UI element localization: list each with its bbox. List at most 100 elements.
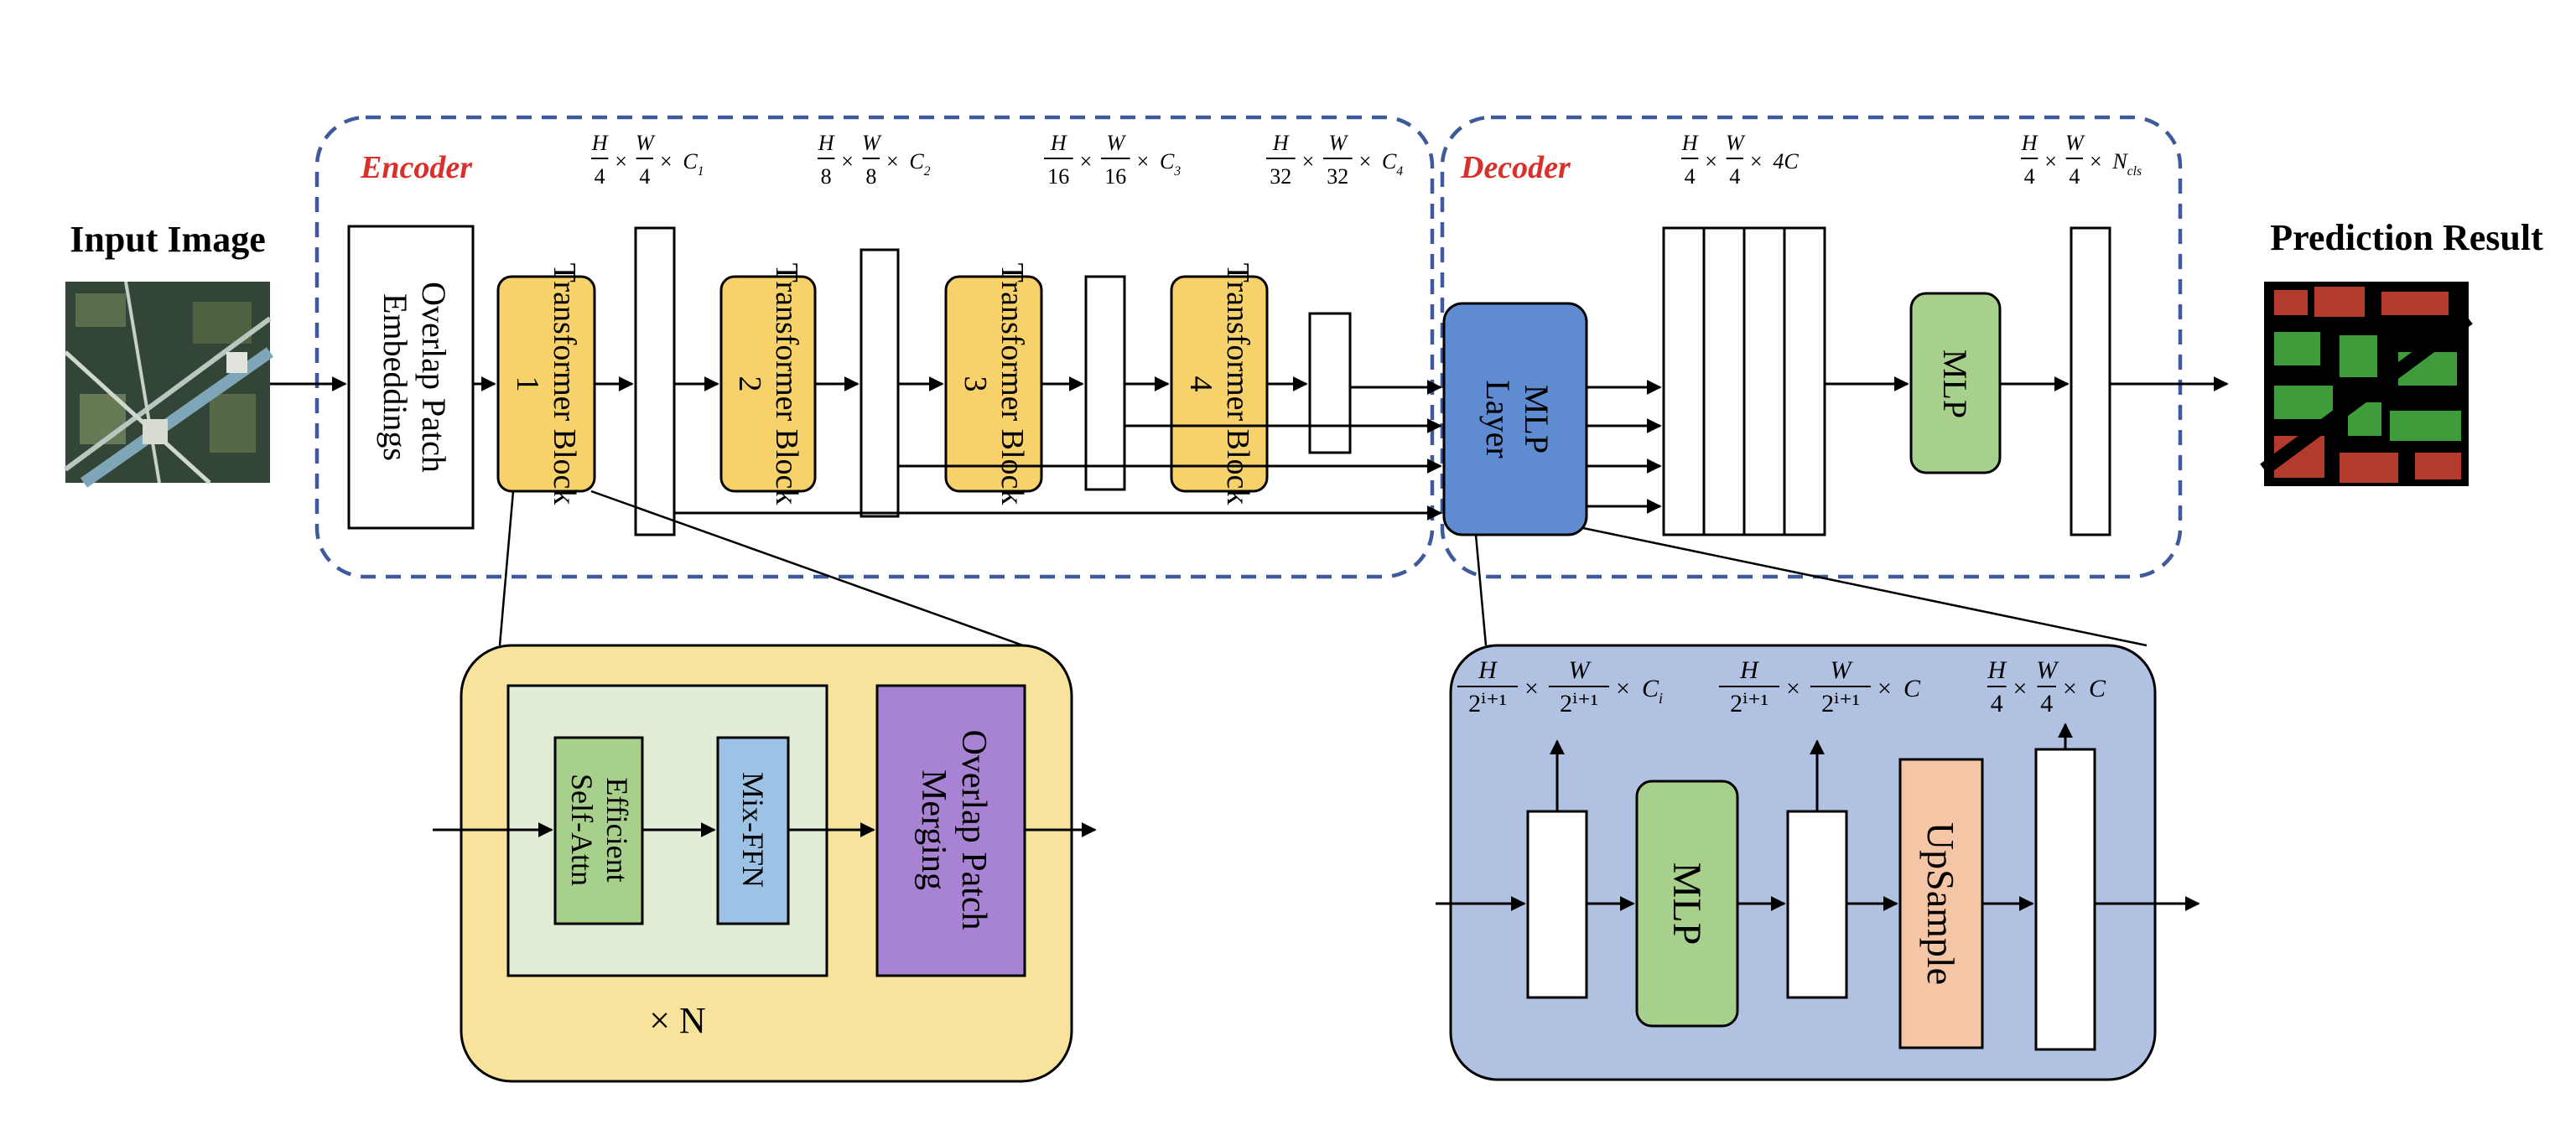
fraction-numerator: W [2036,656,2059,684]
channel-term: Ncls [2111,149,2142,179]
opm-line-1: Overlap Patch [954,729,993,930]
upsample-label: UpSample [1919,822,1962,985]
overlap-patch-embeddings-box [347,225,475,530]
shape-label-stage4: H32×W32×C4 [1266,131,1403,189]
detail-input-feature [1526,810,1588,999]
channel-term: C3 [1160,149,1181,179]
shape-label-detail-input: H 2ⁱ⁺¹ × W 2ⁱ⁺¹ × Ci [1457,656,1663,718]
detail-mlp-label: MLP [1665,863,1709,946]
fraction-numerator: H [591,131,609,155]
fraction-denominator: 32 [1327,164,1348,189]
esa-line-2: Self-Attn [565,774,599,886]
fraction-numerator: W [862,131,882,155]
mix-ffn-label: Mix-FFN [736,772,770,888]
zoom-lines [498,490,2148,647]
fraction-numerator: H [1987,656,2007,684]
fraction-numerator: W [1328,131,1348,155]
fraction-denominator: 2ⁱ⁺¹ [1821,690,1860,718]
fraction-numerator: H [2021,131,2038,155]
input-image [64,281,274,488]
detail-upsample-output-feature [2034,748,2096,1051]
shape-label-decoder-concat: H4×W4×4C [1681,131,1800,189]
times-sign: × [2044,149,2057,174]
feature-map-stage4 [1308,312,1352,454]
fraction-denominator: 8 [865,164,876,189]
tb4-line-1: Transformer Block [1220,263,1255,505]
mlp-detail-arrows [1436,723,2200,911]
times-sign: × [1524,675,1539,702]
fraction-numerator: H [818,131,835,155]
shape-label-detail-upsample: H4×W4×C [1987,656,2106,718]
channel-term: C [1903,675,1921,702]
times-sign: × [1705,149,1717,174]
transformer-block-1-label: Transformer Block1 [510,263,582,505]
channel-term: C2 [909,149,930,179]
fraction-denominator: 2ⁱ⁺¹ [1468,690,1507,718]
fraction-numerator: W [1726,131,1746,155]
shape-label-stage3: H 16 × W 16 × C3 [1044,131,1181,189]
ope-line-1: Overlap Patch [415,282,453,473]
channel-term: C [2089,675,2106,702]
times-sign: × [1080,149,1093,174]
feature-map-stage1 [634,226,676,536]
tb3-line-1: Transformer Block [995,263,1030,505]
fraction-denominator: 4 [1991,690,2003,718]
shape-label-detail-mlp: H2ⁱ⁺¹×W2ⁱ⁺¹×C [1719,656,1921,718]
transformer-block-3-label: Transformer Block3 [958,263,1030,505]
fraction-numerator: W [1106,131,1126,155]
fraction-denominator: 16 [1104,164,1126,189]
mlp-layer-block [1442,302,1588,536]
tb4-line-2: 4 [1183,376,1218,392]
fraction-numerator: H [1050,131,1067,155]
tb2-line-2: 2 [732,376,767,392]
mlp-block-label: MLP [1936,350,1974,418]
mlp-layer-label: MLPLayer [1479,380,1555,458]
fraction-denominator: 4 [639,164,650,189]
times-sign: × [1137,149,1150,174]
times-sign: × [1877,675,1892,702]
fraction-denominator: 4 [595,164,605,189]
fraction-numerator: H [1739,656,1760,684]
encoder-region [314,115,1435,579]
fraction-denominator: 16 [1047,164,1069,189]
fraction-denominator: 4 [1729,164,1740,189]
input-image-label: Input Image [70,219,266,260]
fraction-numerator: H [1478,656,1498,684]
channel-term: 4C [1773,149,1799,174]
times-sign: × [2063,675,2077,702]
fraction-numerator: H [1272,131,1290,155]
fraction-numerator: W [636,131,656,155]
fraction-denominator: 4 [2024,164,2035,189]
efficient-self-attn-label: EfficientSelf-Attn [565,774,634,886]
ope-line-2: Embeddings [377,293,414,461]
tb1-line-1: Transformer Block [547,263,582,505]
tb1-line-2: 1 [510,376,545,392]
main-flow-arrows [270,376,2229,521]
fraction-denominator: 4 [2040,690,2053,718]
prediction-result-label: Prediction Result [2270,217,2543,258]
encoder-title: Encoder [360,150,473,185]
overlap-patch-embeddings-label: Overlap PatchEmbeddings [377,282,453,473]
esa-line-1: Efficient [600,777,634,882]
feature-map-stage3 [1084,275,1126,491]
fraction-denominator: 4 [2069,164,2080,189]
shape-label-stage2: H8×W8×C2 [818,131,931,189]
overlap-patch-merging-block [875,684,1026,977]
transformer-block-2-label: Transformer Block2 [732,263,804,505]
times-sign: × [1616,675,1630,702]
fraction-numerator: H [1681,131,1699,155]
fraction-denominator: 2ⁱ⁺¹ [1730,690,1768,718]
prediction-result-image [2260,282,2473,486]
fraction-denominator: 2ⁱ⁺¹ [1560,690,1598,718]
times-sign: × [615,149,627,174]
fraction-numerator: W [1569,656,1592,684]
tb3-line-2: 3 [958,376,993,392]
times-sign: × [1750,149,1763,174]
times-sign: × [1359,149,1372,174]
times-sign: × [886,149,899,174]
upsample-block [1898,758,1984,1049]
output-feature-map [2070,226,2111,536]
channel-term: Ci [1642,675,1663,707]
mlpl-line-2: Layer [1479,380,1517,458]
